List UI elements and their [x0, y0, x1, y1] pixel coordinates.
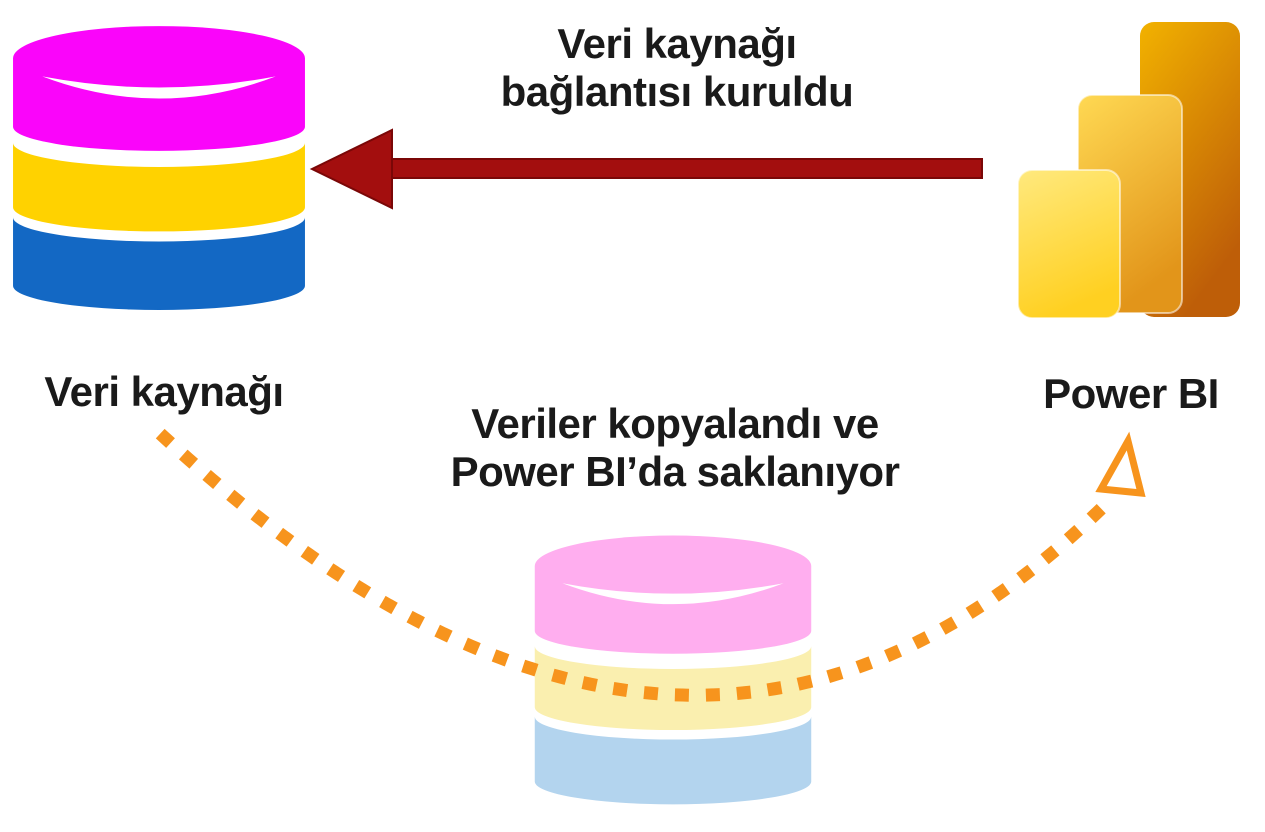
data-source-label: Veri kaynağı [44, 368, 284, 415]
connection-caption-line1: Veri kaynağı [557, 20, 797, 67]
db-disk-shine [42, 76, 276, 99]
pbi-bar-small [1017, 169, 1121, 319]
power-bi-logo [1017, 22, 1240, 319]
db-disk-bottom [13, 217, 305, 310]
connection-caption: Veri kaynağı bağlantısı kuruldu [377, 20, 977, 116]
database-copy-icon [534, 535, 812, 805]
database-icon [13, 26, 305, 310]
db-copy-disk-bottom [534, 716, 812, 805]
db-disk-middle [13, 142, 305, 232]
copy-caption-line2: Power BI’da saklanıyor [450, 447, 900, 495]
copy-caption-line1: Veriler kopyalandı ve [471, 400, 879, 447]
left-arrow-solid [309, 128, 983, 210]
connection-caption-line2: bağlantısı kuruldu [500, 67, 854, 115]
db-copy-disk-middle [534, 646, 812, 731]
copy-caption: Veriler kopyalandı ve Power BI’da saklan… [375, 400, 975, 496]
dotted-arrowhead [1095, 431, 1146, 497]
power-bi-label: Power BI [1043, 370, 1219, 417]
